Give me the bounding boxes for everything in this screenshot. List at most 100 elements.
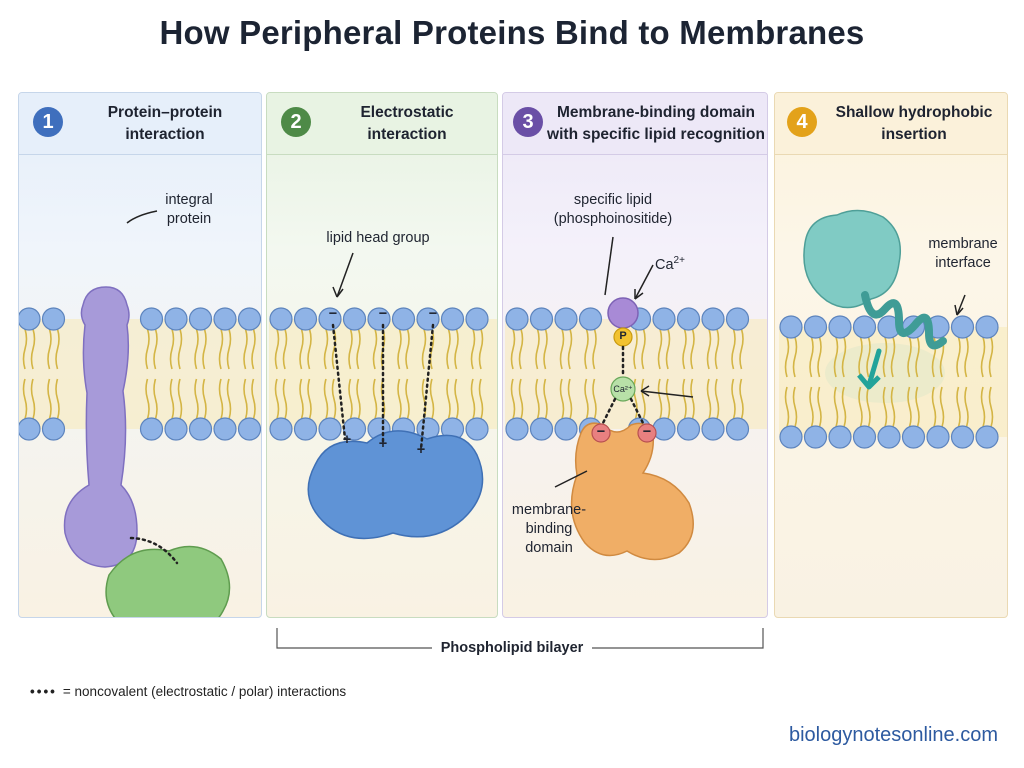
lipid-tail: [446, 328, 451, 370]
lipid-tail: [907, 386, 912, 428]
lipid-head: [367, 307, 391, 331]
lipid-tail: [153, 378, 158, 420]
lipid-tail: [307, 328, 312, 370]
lipid-head: [578, 307, 603, 331]
lipid-head: [188, 417, 213, 441]
head-group-pointer: [336, 252, 354, 298]
lipid-head: [828, 315, 852, 339]
bilayer-core: [505, 319, 767, 429]
acidic-minus-1: −: [596, 424, 606, 440]
bilayer-panel-1: [19, 307, 261, 441]
lipid-head: [164, 307, 188, 331]
lipid-tail: [792, 386, 798, 428]
lipid-tail: [397, 328, 402, 370]
bilayer-panel-4: [779, 315, 1007, 449]
plus-charge-1: +: [342, 432, 352, 448]
lipid-tail: [841, 386, 847, 428]
lipid-head: [901, 425, 926, 449]
lipid-head: [725, 307, 750, 331]
lipid-tail: [169, 328, 175, 370]
lipid-tail: [372, 328, 378, 370]
lipid-head: [213, 307, 237, 331]
lipid-tail: [657, 328, 663, 370]
lipid-tail: [559, 378, 565, 420]
legend-dots: ••••: [30, 684, 57, 699]
lipid-tail: [841, 336, 847, 378]
lipid-tail: [348, 378, 353, 420]
lipid-tail: [731, 378, 736, 420]
lipid-tail: [882, 336, 888, 378]
noncovalent-dots-3b: [601, 397, 617, 425]
lipid-head: [505, 417, 529, 441]
lipid-tail: [739, 328, 744, 370]
lipid-head: [41, 307, 66, 331]
lipid-tail: [22, 378, 28, 420]
lipid-head: [19, 417, 41, 441]
lipid-head: [213, 417, 237, 441]
ca-inner-pointer: [640, 390, 694, 398]
lipid-tail: [714, 378, 720, 420]
lipid-head: [342, 307, 367, 331]
lipid-head: [701, 307, 725, 331]
lipid-tail: [817, 336, 822, 378]
calcium-ion-label: Ca²⁺: [613, 384, 633, 394]
lipid-tail: [964, 336, 969, 378]
lipid-tail: [890, 386, 896, 428]
lipid-head: [676, 307, 701, 331]
lipid-tail: [939, 386, 945, 428]
calcium-ion: [610, 376, 636, 402]
acidic-residue-1: [591, 423, 611, 443]
lipid-head: [440, 307, 465, 331]
lipid-tail: [251, 378, 256, 420]
phospholipid-bilayer-label: Phospholipid bilayer: [432, 640, 592, 656]
lipid-tail: [243, 328, 248, 370]
lipid-tail: [690, 378, 695, 420]
lipid-tail: [641, 378, 646, 420]
lipid-head-group-label: lipid head group: [326, 230, 430, 246]
lipid-tail: [218, 378, 224, 420]
lipid-tail: [243, 378, 248, 420]
lipid-tail: [882, 386, 888, 428]
lipid-tail: [510, 328, 516, 370]
lipid-tail: [202, 328, 207, 370]
acidic-residue-2: [637, 423, 657, 443]
lipid-tail: [858, 386, 863, 428]
lipid-head: [164, 417, 188, 441]
lipid-head: [318, 417, 342, 441]
lipid-head: [505, 307, 529, 331]
lipid-tail: [55, 378, 60, 420]
lipid-tail: [429, 378, 435, 420]
lipid-head: [701, 417, 725, 441]
lipid-tail: [274, 328, 280, 370]
lipid-tail: [323, 378, 329, 420]
lipid-tail: [282, 328, 288, 370]
integral-protein: [63, 286, 138, 568]
lipid-tail: [964, 386, 969, 428]
noncovalent-dots-3c: [629, 397, 645, 425]
lipid-tail: [714, 328, 720, 370]
lipid-tail: [405, 328, 410, 370]
lipid-tail: [22, 328, 28, 370]
lipid-head: [269, 417, 293, 441]
noncovalent-dots-2c: [419, 323, 435, 451]
lipid-tail: [323, 328, 329, 370]
lipid-head: [676, 417, 701, 441]
lipid-tail: [584, 378, 589, 420]
lipid-tail: [274, 378, 280, 420]
lipid-tail: [866, 336, 871, 378]
lipid-head: [529, 417, 554, 441]
lipid-tail: [299, 328, 304, 370]
bilayer-core: [19, 319, 261, 429]
lipid-tail: [956, 386, 961, 428]
mbd-pointer: [554, 470, 588, 488]
lipid-head: [803, 315, 828, 339]
lipid-head: [529, 307, 554, 331]
lipid-tail: [421, 328, 427, 370]
